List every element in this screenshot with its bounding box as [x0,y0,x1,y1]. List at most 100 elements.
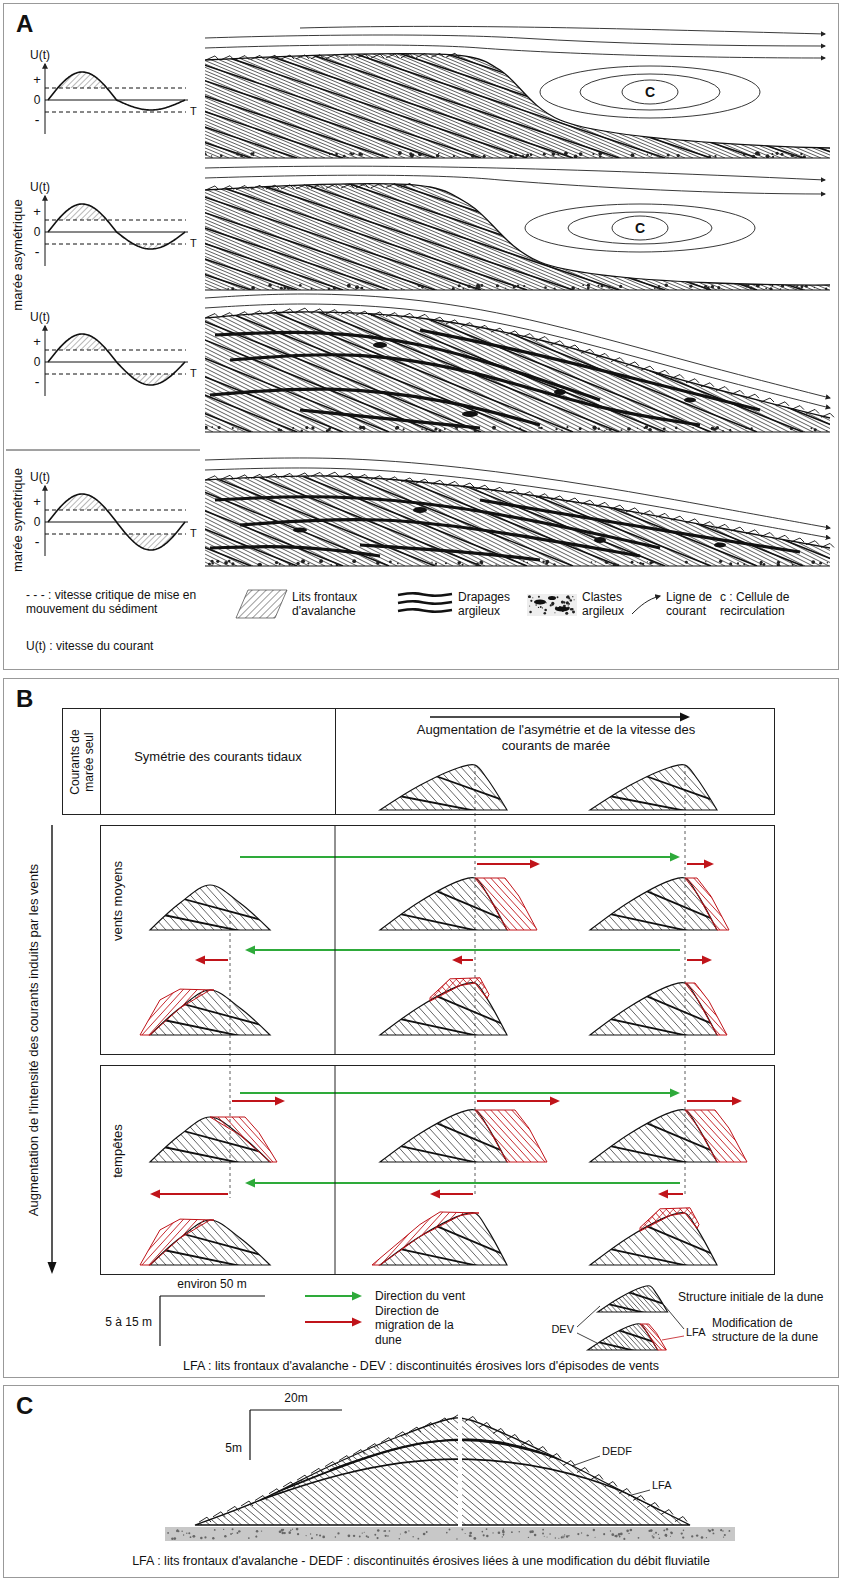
bedform-section [137,181,397,290]
bedform-section [489,181,749,290]
dune-section [463,1102,517,1162]
dune-section [631,870,685,930]
dune-section [155,1410,291,1526]
bedform-section [505,181,765,290]
dune-section [404,975,458,1035]
dune-section [570,1282,597,1312]
dune-section [502,1531,505,1534]
dune-section [378,975,432,1035]
bedform-section [403,429,404,430]
legend-sample [535,604,536,605]
dune-section [651,979,702,1035]
dune-section [353,1209,404,1265]
bedform-section [605,561,608,564]
dune-section [165,894,280,925]
velocity-graph [48,494,185,550]
dune-section [474,975,528,1035]
bedform-section [799,429,800,430]
bedform-section [210,547,380,556]
bedform-section [6,51,261,158]
bedform-section [22,51,277,158]
dune-section [457,1106,508,1162]
bedform-section [577,181,837,290]
dune-section [281,1532,283,1534]
bedform-section [395,426,399,430]
dune-section [385,975,439,1035]
dune-section [680,975,734,1035]
dune-section [579,979,630,1035]
bedform-section [672,306,842,432]
bedform-section [777,181,842,290]
dune-section [682,1536,684,1538]
bedform-section [717,470,842,566]
bedform-section [521,492,534,496]
dune-section [390,1017,497,1040]
dune-section [457,979,508,1035]
bedform-section [342,51,597,158]
legend-sample [574,599,575,600]
dune-section [481,874,532,930]
bedform-section [655,470,842,566]
dune-section [209,1216,254,1265]
dune-section [374,1534,376,1536]
dune-section [505,979,556,1035]
velocity-graph [48,72,185,110]
dune-section [177,983,224,1035]
bedform-section [746,394,759,398]
bedform-section [491,487,504,491]
bedform-section [579,152,583,156]
dune-section [562,1536,563,1537]
dune-section [722,1102,776,1162]
bedform-section [153,181,413,290]
velocity-graph [48,204,185,249]
bedform-section [710,51,842,158]
dune-section [281,1529,284,1532]
bedform-section [477,285,481,289]
bedform-section [773,470,842,566]
dune-section [268,1110,315,1162]
bedform-section [601,306,842,432]
direction-arrow [245,946,255,955]
dune-section [329,1102,601,1167]
dune-section [237,1532,239,1534]
bedform-section [272,288,273,289]
dune-section [600,1247,707,1270]
bedform-section [462,288,464,290]
dune-section [631,870,783,930]
bedform-section [577,306,829,432]
bedform-section [206,314,219,318]
dune-section [380,764,507,810]
dune-section [722,975,776,1035]
dune-section [581,1205,754,1265]
bedform-section [649,181,842,290]
bedform-section [436,154,440,158]
dune-section [441,874,492,930]
dune-section [620,1533,623,1536]
bedform-section [521,306,773,432]
bedform-section [206,476,219,480]
bedform-section [307,562,309,564]
dune-section [615,1535,618,1538]
bedform-section [814,428,817,431]
bedform-section [21,470,213,566]
dune-section [455,975,509,1035]
bedform-section [800,153,802,155]
dune-section [353,1535,355,1537]
bedform-section [681,306,842,432]
bedform-section [545,306,797,432]
dune-section [465,1205,519,1265]
bedform-section [141,470,333,566]
bedform-section [785,181,842,290]
bedform-section [571,286,575,290]
bedform-section [598,428,600,430]
dune-section [652,975,706,1035]
dune-section [372,1212,479,1265]
bedform-section [641,181,842,290]
dune-section [545,761,758,815]
dune-section [129,881,174,930]
bedform-section [288,563,290,565]
bedform-section [821,543,834,547]
dune-section [569,761,614,810]
bedform-section [669,51,842,158]
dune-section [107,1213,154,1265]
